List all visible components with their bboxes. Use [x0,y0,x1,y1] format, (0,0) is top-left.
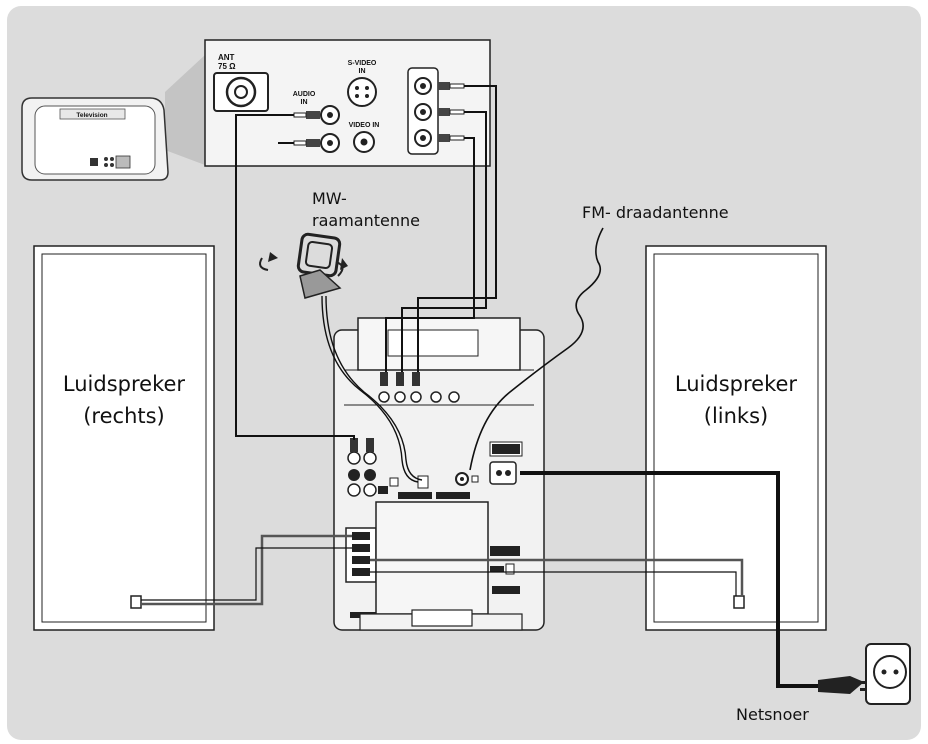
television: Television [21,97,169,181]
mw-antenna-label-line2: raamantenne [312,211,420,230]
video-in-label: VIDEO IN [349,122,380,129]
wall-socket [865,643,911,705]
speaker-left-terminal [733,595,745,609]
fm-antenna-label: FM- draadantenne [582,203,729,222]
svideo-label: S-VIDEO [348,60,377,67]
tv-label: Television [76,112,107,119]
speaker-right-label-line1: Luidspreker [62,372,186,396]
mw-loop-antenna [259,232,348,299]
speaker-right-terminal [130,595,142,609]
speaker-left-label-line1: Luidspreker [674,372,798,396]
speaker-right-box [33,245,215,631]
audio-in-label: AUDIO [293,91,316,98]
speaker-left-label-line2: (links) [703,404,769,428]
speaker-left-box [645,245,827,631]
mw-antenna-label-line1: MW- [312,189,347,208]
ant-ohm-label: 75 Ω [218,62,236,71]
speaker-right-inner [41,253,207,623]
power-cord-label: Netsnoer [736,705,809,724]
main-unit [333,317,545,631]
ant-label: ANT [218,53,235,62]
wiring [141,85,820,688]
zoom-wedge [165,55,205,165]
audio-in-label-2: IN [301,99,308,106]
tv-connection-panel: ANT 75 Ω AUDIO IN S-VIDEO IN VIDEO IN [204,39,491,167]
svideo-label-2: IN [359,68,366,75]
speaker-left-inner [653,253,819,623]
speaker-right-label-line2: (rechts) [83,404,165,428]
